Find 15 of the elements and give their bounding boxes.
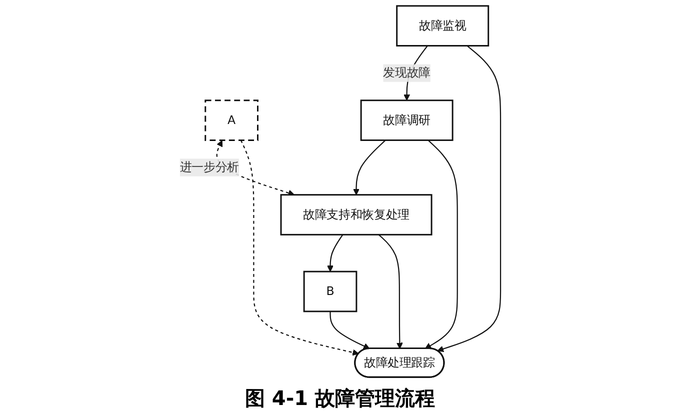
node-box: B [303,270,357,312]
arrow [378,234,403,349]
figure-caption: 图 4-1 故障管理流程 [244,385,436,412]
node-box: 故障监视 [396,5,489,46]
edge-label: 发现故障 [382,66,430,80]
node-box: 故障调研 [360,100,454,141]
node-box: A [204,100,258,141]
edge-label: 进一步分析 [180,160,239,174]
arrow [437,45,501,352]
arrow [424,140,458,349]
arrow [329,311,370,350]
arrow [352,140,386,196]
node-box: 故障支持和恢复处理 [280,194,432,236]
arrow [240,140,359,356]
arrow [326,234,343,272]
